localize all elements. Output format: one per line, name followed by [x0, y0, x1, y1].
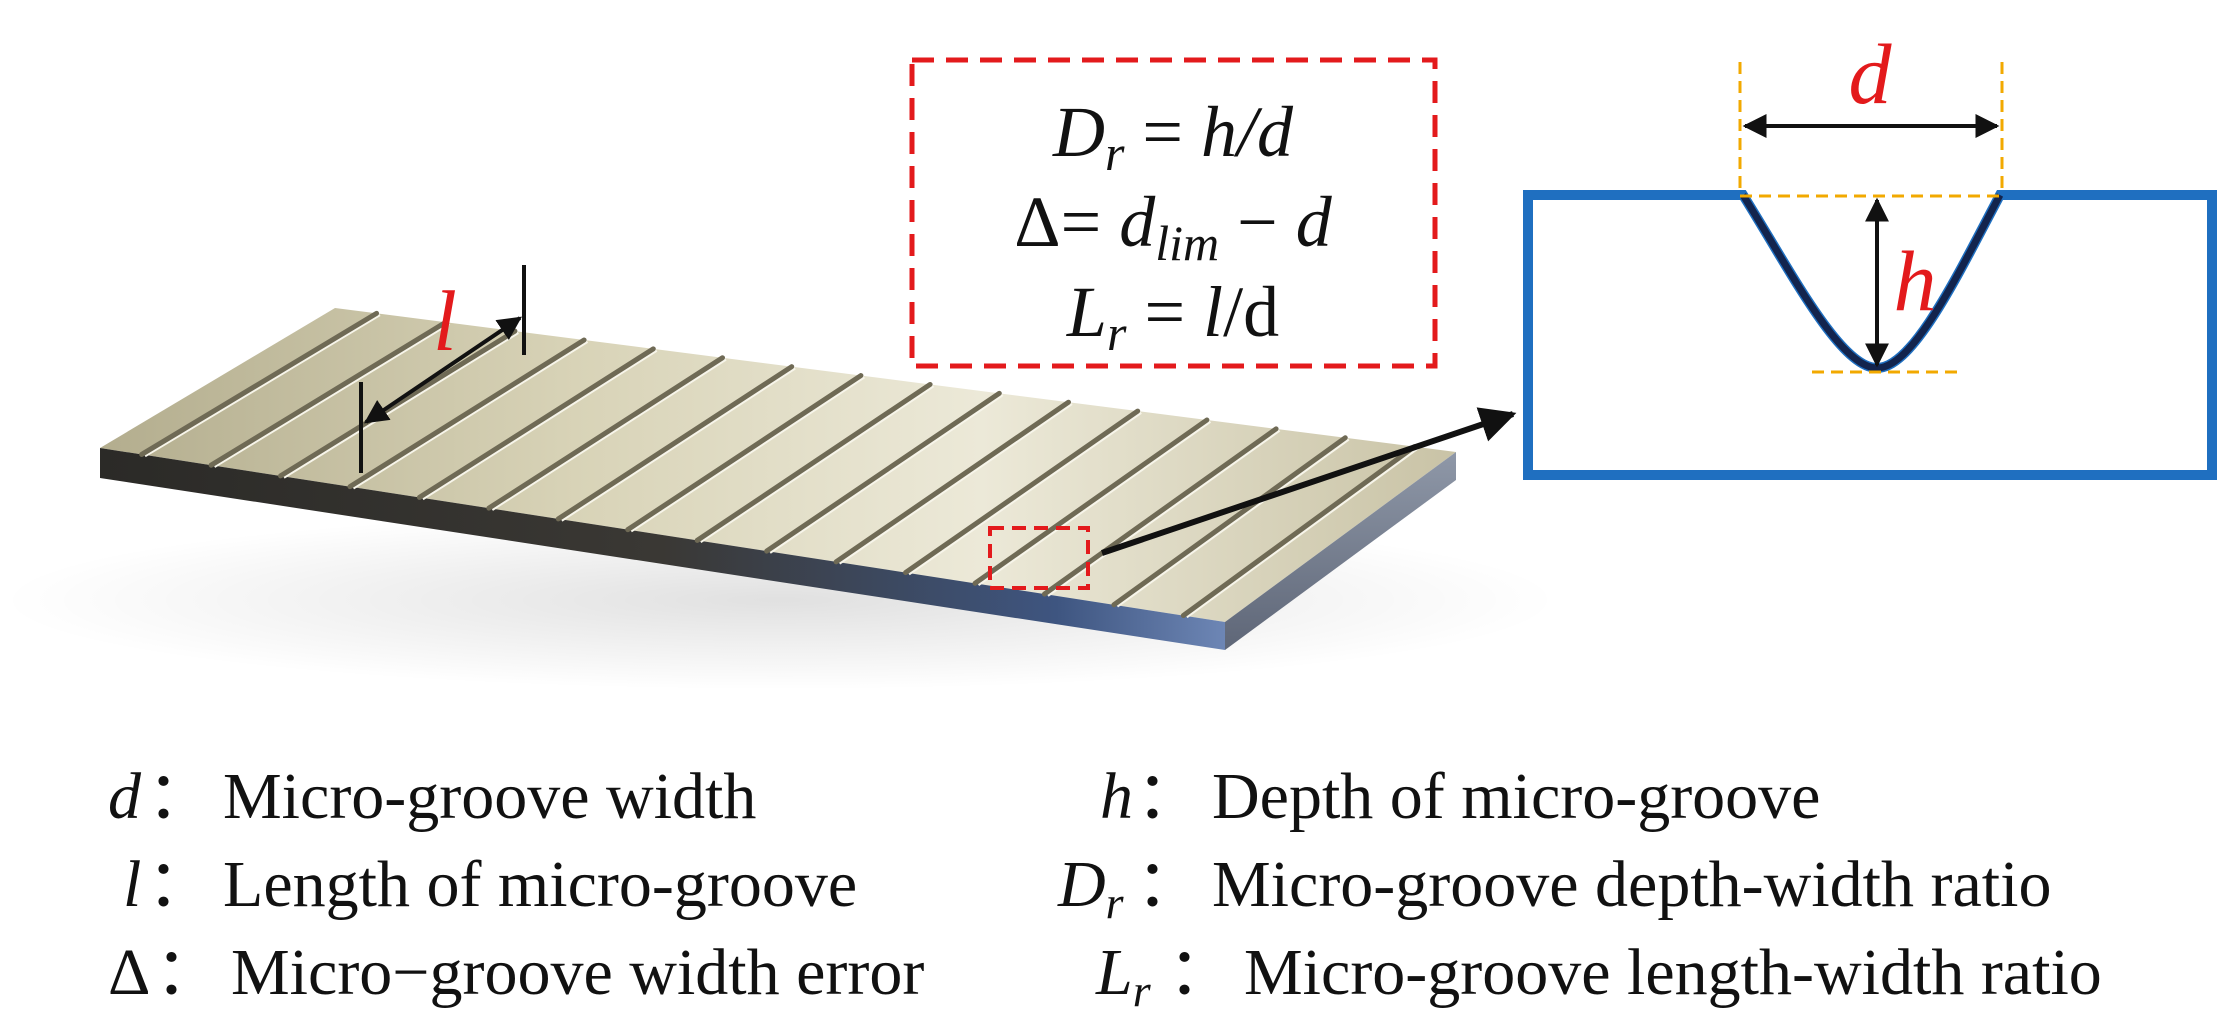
- length-arrow: [364, 316, 522, 424]
- groove-line: [139, 310, 380, 457]
- groove-line: [1041, 426, 1279, 597]
- svg-text:Lr: Lr: [1095, 936, 1152, 1016]
- groove-highlight: [699, 383, 935, 544]
- svg-text:：: ：: [1168, 936, 1234, 1009]
- detail-pointer-arrow: [1101, 407, 1517, 556]
- svg-text:：: ：: [147, 760, 213, 833]
- svg-text:l: l: [123, 848, 141, 921]
- groove-line: [486, 355, 726, 511]
- svg-text:：: ：: [155, 936, 221, 1009]
- svg-text:：: ：: [147, 848, 213, 921]
- groove-line: [694, 381, 933, 543]
- groove-highlight: [768, 392, 1004, 554]
- formula-width-error: Δ= dlim − d: [1014, 182, 1332, 271]
- groove-line: [972, 417, 1210, 586]
- groove-line: [833, 399, 1071, 565]
- legend-item-length: l ： Length of micro-groove: [123, 848, 857, 921]
- groove-highlight: [976, 419, 1212, 586]
- legend-item-width: d ： Micro-groove width: [108, 760, 756, 833]
- length-label: l: [433, 273, 457, 369]
- svg-text:d: d: [108, 760, 142, 833]
- groove-line: [1111, 435, 1348, 608]
- length-dimension: l: [359, 265, 526, 473]
- formula-length-ratio: Lr = l/d: [1066, 272, 1279, 361]
- plate-side-face: [1225, 452, 1456, 650]
- groove-line: [1180, 444, 1417, 619]
- legend: d ： Micro-groove width l ： Length of mic…: [108, 760, 2102, 1016]
- width-label: d: [1849, 26, 1893, 122]
- legend-item-depth-ratio: Dr ： Micro-groove depth-width ratio: [1057, 848, 2051, 928]
- svg-text:Dr: Dr: [1057, 848, 1125, 928]
- groove-line: [764, 390, 1002, 554]
- legend-item-width-error: Δ ： Micro−groove width error: [108, 936, 924, 1009]
- groove-line: [625, 373, 864, 533]
- formula-depth-ratio: Dr = h/d: [1052, 92, 1294, 181]
- groove-highlight: [907, 410, 1142, 576]
- svg-text:Micro-groove depth-width ratio: Micro-groove depth-width ratio: [1212, 848, 2051, 921]
- groove-highlight: [1185, 446, 1419, 619]
- plate-front-face: [100, 448, 1225, 650]
- svg-text:Δ: Δ: [108, 936, 150, 1009]
- svg-text:Length of micro-groove: Length of micro-groove: [223, 848, 857, 921]
- svg-text:h: h: [1100, 760, 1133, 833]
- groove-highlight: [1115, 437, 1350, 608]
- depth-label: h: [1894, 233, 1937, 329]
- svg-text:Depth of micro-groove: Depth of micro-groove: [1212, 760, 1820, 833]
- svg-text:Micro−groove width error: Micro−groove width error: [231, 936, 924, 1009]
- svg-text:：: ：: [1136, 760, 1202, 833]
- legend-item-depth: h ： Depth of micro-groove: [1100, 760, 1820, 833]
- cross-section-outline: [1523, 190, 2217, 480]
- detail-marker-box: [988, 526, 1090, 590]
- groove-line: [416, 346, 656, 500]
- formula-box-border: [909, 57, 1438, 369]
- groove-highlight: [837, 401, 1073, 565]
- svg-text:Micro-groove length-width rati: Micro-groove length-width ratio: [1244, 936, 2102, 1009]
- groove-cross-section: d h: [1523, 26, 2217, 480]
- legend-item-length-ratio: Lr ： Micro-groove length-width ratio: [1095, 936, 2102, 1016]
- groove-line: [555, 364, 795, 522]
- groove-line: [903, 408, 1141, 576]
- svg-text:Micro-groove width: Micro-groove width: [223, 760, 756, 833]
- formula-box: Dr = h/d Δ= dlim − d Lr = l/d: [909, 57, 1438, 369]
- groove-profile-curve: [1740, 193, 2004, 372]
- svg-text:：: ：: [1136, 848, 1202, 921]
